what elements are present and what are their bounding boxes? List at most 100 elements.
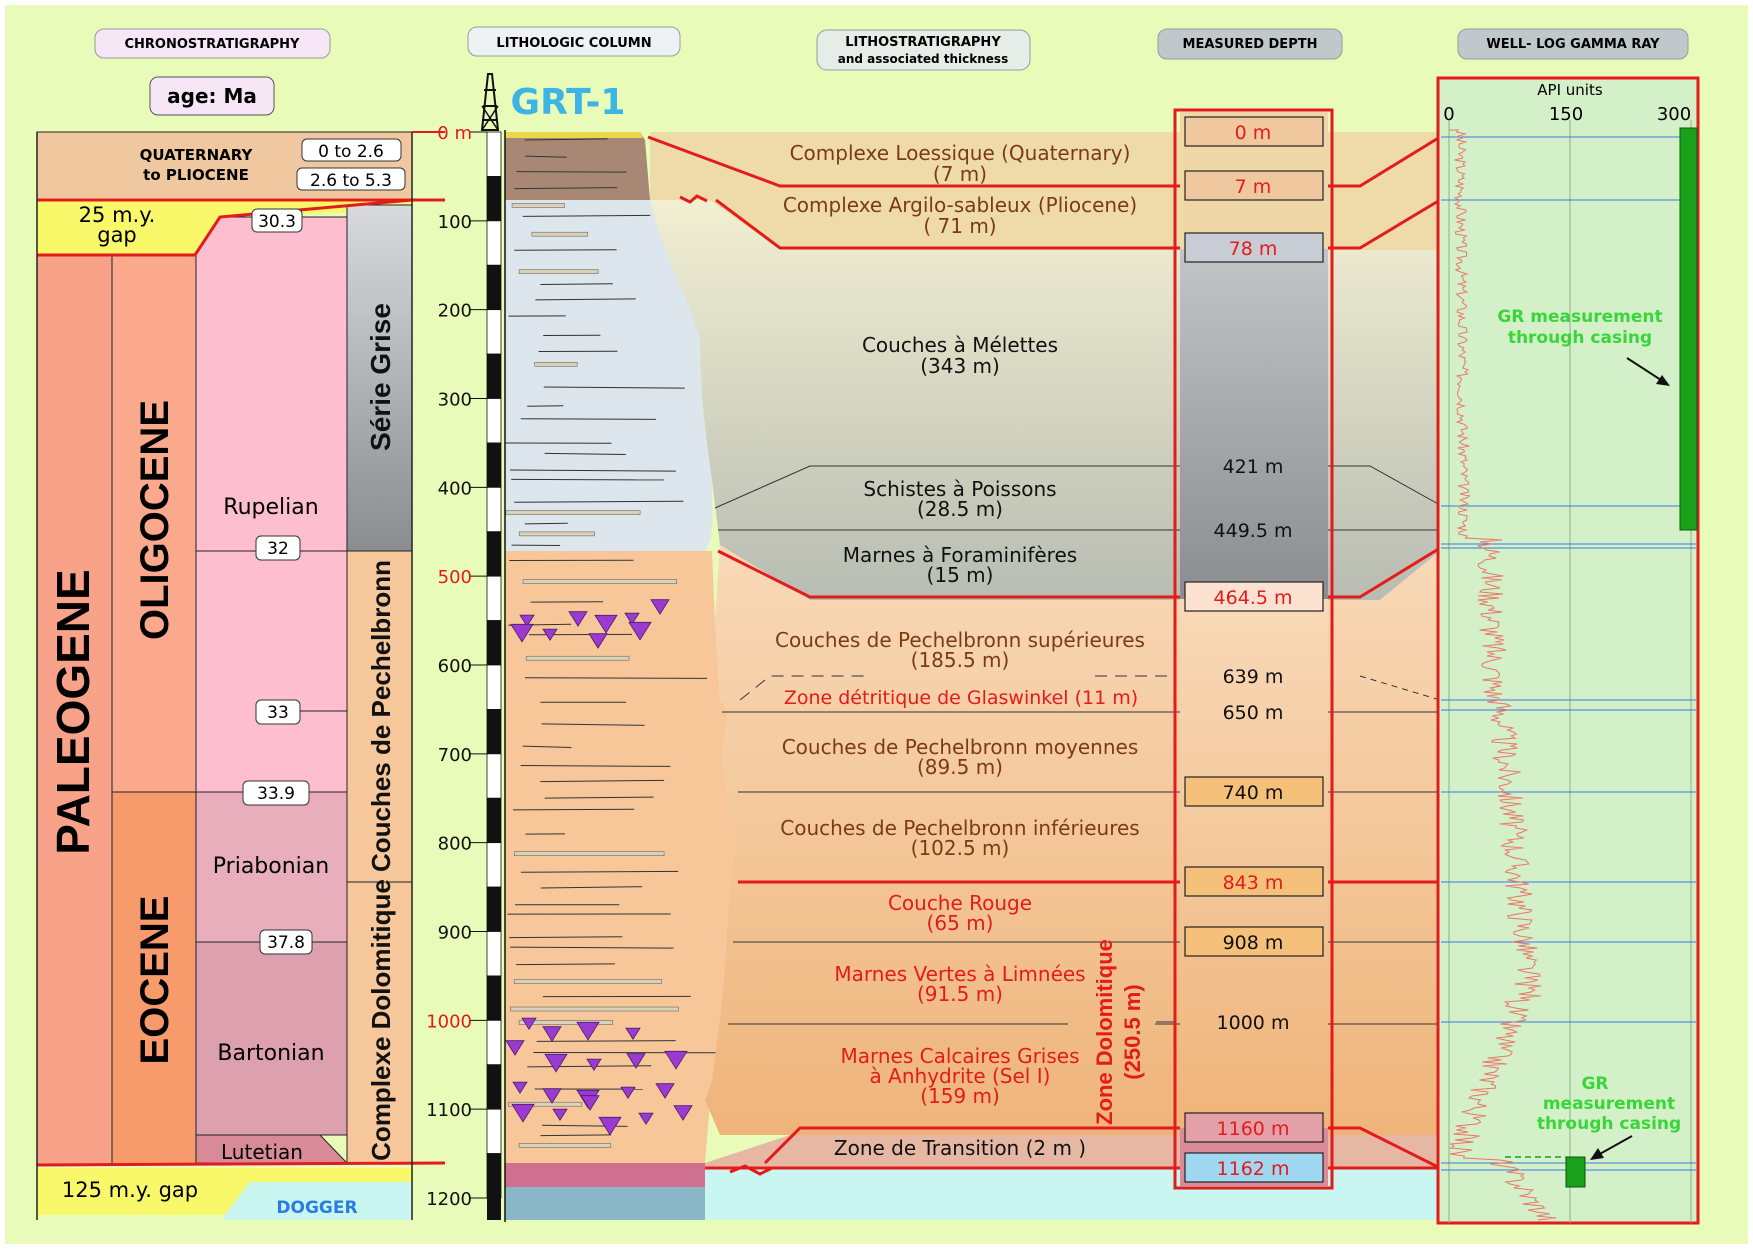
well-name: GRT-1: [511, 82, 626, 123]
sand-bed: [514, 980, 661, 984]
depth-value: 7 m: [1235, 176, 1272, 198]
depth-tick-label: 400: [438, 478, 472, 499]
depth-tick-label: 1000: [426, 1011, 472, 1032]
label-lutetian: Lutetian: [221, 1140, 303, 1164]
bedding-line: [511, 479, 664, 480]
bedding-line: [521, 419, 656, 420]
sand-bed: [512, 203, 565, 207]
label-gap-bottom: 125 m.y. gap: [62, 1178, 198, 1202]
depth-scale-segment: [487, 487, 501, 531]
sand-bed: [523, 580, 677, 584]
sand-bed: [535, 362, 577, 366]
sand-bed: [514, 852, 664, 856]
depth-value: 0 m: [1235, 122, 1272, 144]
unit-thickness: (89.5 m): [917, 755, 1003, 779]
depth-scale-segment: [487, 132, 501, 176]
sand-bed: [510, 1007, 678, 1011]
age-unit-label: age: Ma: [167, 84, 257, 108]
label-dogger: DOGGER: [276, 1198, 357, 1218]
label-quaternary: QUATERNARY: [140, 146, 254, 164]
depth-tick-label: 1100: [426, 1100, 472, 1121]
gr-note-bottom-1: GR: [1581, 1074, 1608, 1094]
unit-thickness: (91.5 m): [917, 982, 1003, 1006]
depth-scale-segment: [487, 265, 501, 309]
age-37-8: 37.8: [267, 933, 305, 953]
depth-scale-segment: [487, 621, 501, 665]
unit-thickness: (65 m): [927, 911, 994, 935]
depth-scale-segment: [487, 532, 501, 576]
sand-bed: [532, 232, 588, 236]
depth-value: 78 m: [1229, 238, 1278, 260]
label-priabonian: Priabonian: [213, 854, 329, 879]
depth-scale-segment: [487, 665, 501, 709]
unit-thickness: (343 m): [920, 354, 1000, 378]
depth-value: 650 m: [1223, 702, 1284, 724]
depth-value: 908 m: [1223, 932, 1284, 954]
bedding-line: [525, 678, 707, 679]
depth-scale-segment: [487, 932, 501, 976]
unit-thickness: (15 m): [927, 563, 994, 587]
label-serie-grise: Série Grise: [365, 303, 396, 451]
depth-value: 1162 m: [1217, 1158, 1290, 1180]
depth-scale-segment: [487, 310, 501, 354]
depth-scale-segment: [487, 976, 501, 1020]
depth-scale-segment: [487, 754, 501, 798]
gr-note-bottom-3: through casing: [1537, 1114, 1681, 1134]
depth-tick-label: 200: [438, 301, 472, 322]
sand-bed: [506, 511, 640, 515]
zone-dolomitique-label: Zone Dolomitique: [1092, 939, 1117, 1125]
label-gap-top-2: gap: [97, 223, 137, 247]
header-lithostratigraphy-sub: and associated thickness: [838, 52, 1008, 66]
depth-tick-label: 300: [438, 390, 472, 411]
unit-thickness: (102.5 m): [911, 836, 1010, 860]
unit-name: Zone de Transition (2 m ): [834, 1136, 1086, 1160]
bedding-line: [514, 250, 616, 251]
label-complexe-dolomitique: Complexe Dolomitique: [366, 879, 396, 1161]
sand-bed: [519, 270, 598, 274]
depth-value: 421 m: [1223, 456, 1284, 478]
depth-scale-segment: [487, 798, 501, 842]
unit-thickness: (185.5 m): [911, 648, 1010, 672]
label-eocene: EOCENE: [133, 896, 177, 1065]
header-lithologic-column: LITHOLOGIC COLUMN: [496, 36, 651, 51]
label-paleogene: PALEOGENE: [47, 569, 99, 854]
depth-tick-label: 700: [438, 745, 472, 766]
sand-bed: [519, 532, 594, 536]
gamma-tick-0: 0: [1443, 104, 1454, 125]
gamma-unit-label: API units: [1537, 81, 1603, 99]
label-rupelian: Rupelian: [223, 495, 318, 520]
depth-scale-segment: [487, 709, 501, 753]
depth-value: 843 m: [1223, 872, 1284, 894]
unit-thickness: ( 71 m): [923, 214, 996, 238]
depth-value: 464.5 m: [1214, 587, 1293, 609]
depth-value: 740 m: [1223, 782, 1284, 804]
bedding-line: [537, 1041, 676, 1042]
depth-scale-segment: [487, 1198, 501, 1220]
depth-tick-label: 800: [438, 834, 472, 855]
age-box-0-2-6: 0 to 2.6: [318, 142, 384, 162]
label-pliocene: to PLIOCENE: [143, 166, 249, 184]
depth-scale-segment: [487, 887, 501, 931]
age-33-9: 33.9: [257, 784, 295, 804]
label-couches-pechelbronn: Couches de Pechelbronn: [366, 560, 396, 872]
depth-tick-label: 500: [438, 567, 472, 588]
depth-scale-segment: [487, 1020, 501, 1064]
bedding-line: [527, 406, 563, 407]
depth-scale-segment: [487, 354, 501, 398]
header-measured-depth: MEASURED DEPTH: [1183, 37, 1318, 52]
header-gamma-ray: WELL- LOG GAMMA RAY: [1486, 37, 1660, 52]
label-oligocene: OLIGOCENE: [133, 400, 177, 640]
depth-value: 449.5 m: [1214, 520, 1293, 542]
age-33: 33: [267, 703, 289, 723]
label-bartonian: Bartonian: [217, 1041, 324, 1066]
unit-thickness: (7 m): [933, 162, 987, 186]
depth-tick-label: 0 m: [437, 123, 472, 144]
bedding-line: [513, 809, 634, 810]
depth-scale-segment: [487, 1065, 501, 1109]
sand-bed: [519, 1143, 611, 1147]
depth-scale-segment: [487, 176, 501, 220]
depth-tick-label: 100: [438, 212, 472, 233]
depth-tick-label: 600: [438, 656, 472, 677]
gamma-tick-150: 150: [1549, 104, 1583, 125]
